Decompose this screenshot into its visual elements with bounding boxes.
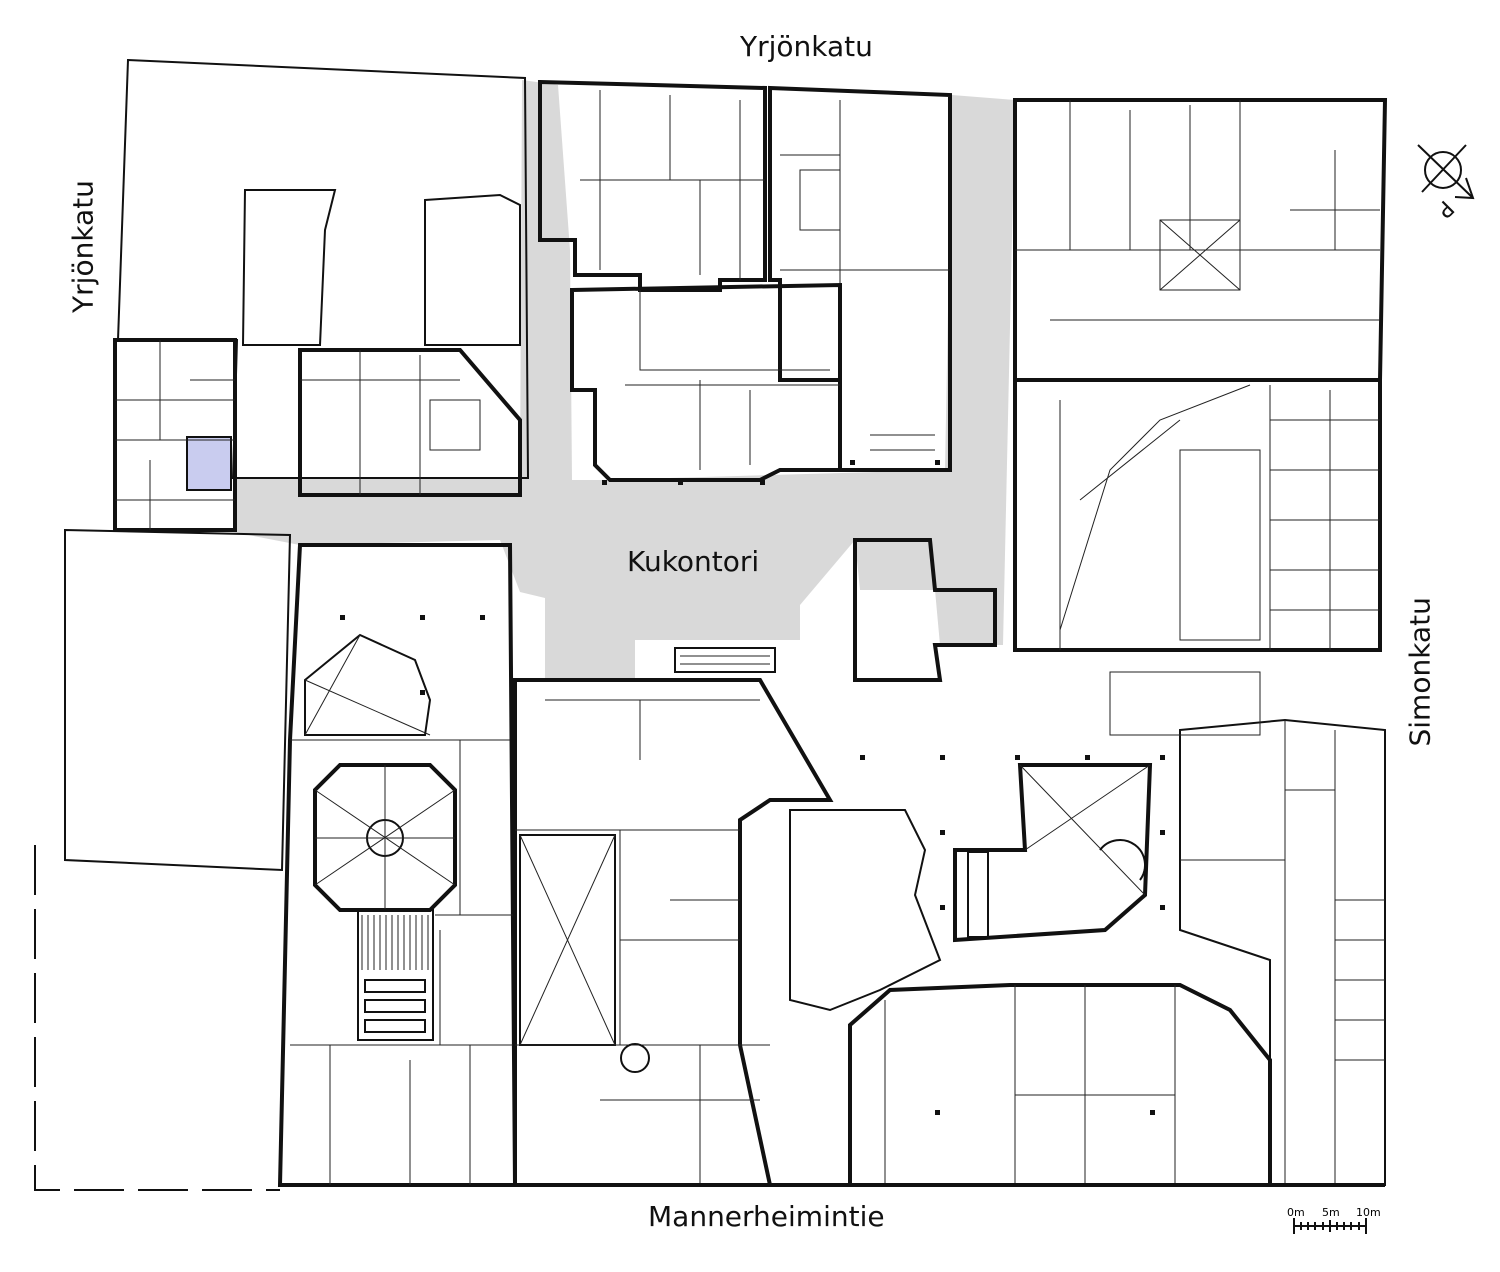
block-east — [1013, 378, 1382, 652]
interior-walls — [115, 340, 235, 530]
stair-lines — [361, 915, 429, 970]
block-north-2 — [768, 85, 952, 472]
escalator — [967, 851, 989, 938]
street-label-bottom: Mannerheimintie — [648, 1200, 885, 1233]
spiral-stair — [620, 1043, 650, 1073]
escalator-north — [674, 647, 776, 673]
block-south-west — [277, 543, 518, 1187]
street-label-left: Yrjönkatu — [66, 180, 100, 313]
skylight-row — [364, 979, 426, 993]
north-arrow-icon — [1417, 144, 1475, 200]
square-label: Kukontori — [627, 545, 760, 578]
scale-tick-10: 10m — [1356, 1206, 1381, 1219]
block-south-east — [848, 983, 1272, 1187]
interior-walls — [1015, 100, 1380, 321]
public-area-kukontori — [233, 80, 1015, 682]
block-east-lower — [1179, 718, 1386, 1186]
highlighted-room — [186, 436, 232, 491]
street-label-right: Simonkatu — [1403, 597, 1437, 747]
block-south-middle — [513, 678, 834, 1187]
block-mid-east — [789, 809, 942, 1012]
neighbour-boundary-dashed — [34, 845, 280, 1191]
columns — [340, 460, 1165, 1115]
block-north-3 — [570, 282, 842, 482]
interior-walls — [580, 90, 765, 280]
building-nw — [113, 338, 237, 532]
courtyard-outline-2 — [424, 193, 521, 346]
spiral-stair — [1099, 839, 1146, 881]
scale-tick-0: 0m — [1287, 1206, 1305, 1219]
skylight-cross — [304, 634, 431, 736]
street-label-top: Yrjönkatu — [740, 30, 873, 63]
escalator-pit-central — [953, 763, 1153, 943]
atrium-cross — [519, 834, 616, 1046]
stair-grid — [357, 909, 434, 1041]
skylight-row — [364, 999, 426, 1013]
pit-cross — [1019, 764, 1151, 896]
interior-walls — [625, 290, 840, 470]
dome-cross — [314, 765, 456, 910]
interior-walls — [1059, 384, 1380, 650]
block-north-1 — [538, 79, 767, 292]
courtyard-outline — [241, 189, 337, 346]
block-kukontori-tower — [853, 538, 997, 682]
interior-walls — [290, 739, 515, 1185]
interior-walls — [884, 985, 1176, 1185]
interior-walls — [515, 699, 770, 1185]
scale-tick-5: 5m — [1322, 1206, 1340, 1219]
skylight-1 — [304, 633, 432, 736]
block-west-1 — [298, 348, 522, 497]
skylight-row — [364, 1019, 426, 1033]
neighbour-plot-west — [64, 528, 292, 872]
interior-walls — [1109, 671, 1385, 1185]
interior-walls — [300, 350, 481, 495]
scale-bar — [1293, 1218, 1367, 1234]
escalator-steps — [680, 655, 770, 665]
